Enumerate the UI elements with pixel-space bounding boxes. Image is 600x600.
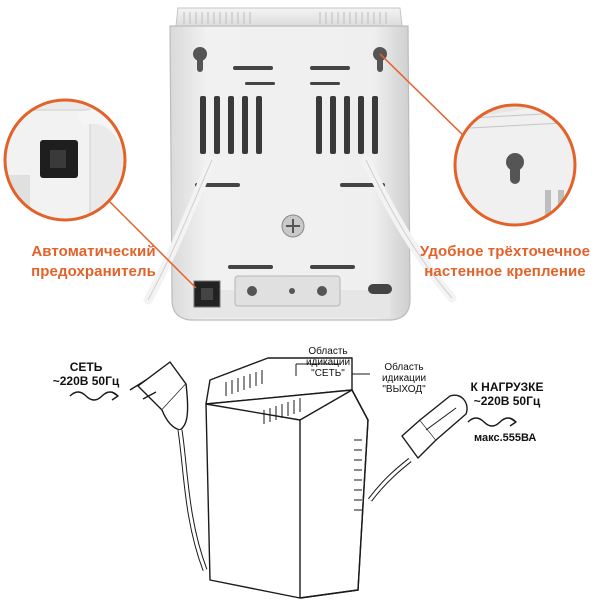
stabilizer-device — [205, 357, 369, 599]
callout-connectors — [107, 53, 467, 289]
connection-drawing — [69, 357, 517, 599]
label-indicator-output-line2: идикации — [381, 373, 427, 384]
label-indicator-output-line3: "ВЫХОД" — [382, 384, 426, 395]
callout-mount: Удобное трёхточечное настенное крепление — [412, 242, 598, 282]
label-indicator-network-line3: "СЕТЬ" — [311, 368, 345, 379]
label-output-max: макс.555ВА — [474, 432, 537, 444]
label-indicator-network-line2: идикации — [305, 357, 351, 368]
label-indicator-network-line1: Область — [308, 346, 348, 357]
label-output-line2: ~220В 50Гц — [473, 394, 541, 408]
label-indicator-network: Область идикации "СЕТЬ" — [298, 346, 358, 379]
zoom-circle-mount — [453, 103, 577, 227]
label-input-line2: ~220В 50Гц — [52, 374, 120, 388]
label-indicator-output: Область идикации "ВЫХОД" — [372, 362, 436, 395]
callout-mount-line2: настенное крепление — [424, 263, 586, 280]
callout-fuse-line1: Автоматический — [31, 243, 156, 260]
device-back-photo — [143, 7, 457, 321]
label-indicator-output-line1: Область — [384, 362, 424, 373]
zoom-circle-fuse — [3, 98, 127, 222]
label-input-line1: СЕТЬ — [69, 360, 103, 374]
input-plug — [129, 361, 208, 571]
callout-mount-line1: Удобное трёхточечное — [419, 243, 591, 260]
output-socket — [368, 394, 468, 502]
callout-fuse: Автоматический предохранитель — [6, 242, 181, 282]
label-output-load: К НАГРУЗКЕ ~220В 50Гц — [452, 380, 562, 408]
label-output-line1: К НАГРУЗКЕ — [470, 380, 544, 394]
input-wave-arrow — [69, 391, 119, 401]
output-wave-arrow — [467, 417, 517, 427]
label-input-network: СЕТЬ ~220В 50Гц — [46, 360, 126, 388]
callout-fuse-line2: предохранитель — [31, 263, 156, 280]
